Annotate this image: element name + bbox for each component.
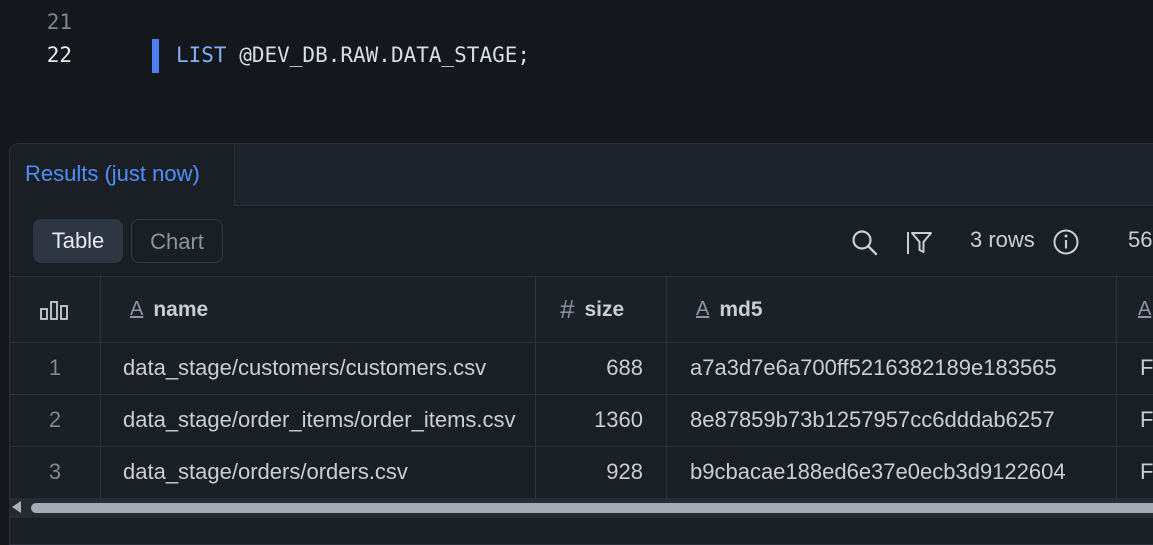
text-type-icon: A: [130, 298, 144, 320]
tab-results-label: Results (just now): [25, 161, 200, 186]
filter-columns-icon[interactable]: [904, 228, 934, 258]
cell-name[interactable]: data_stage/customers/customers.csv: [123, 355, 487, 380]
cell-md5[interactable]: a7a3d7e6a700ff5216382189e183565: [690, 355, 1057, 380]
scroll-left-arrow-icon[interactable]: [12, 501, 21, 513]
text-type-icon: A: [1138, 298, 1152, 320]
cell-next-column[interactable]: F: [1140, 459, 1153, 484]
column-label: name: [153, 297, 209, 321]
cell-name[interactable]: data_stage/orders/orders.csv: [123, 459, 408, 484]
cell-size[interactable]: 688: [606, 355, 643, 380]
cell-size[interactable]: 1360: [594, 407, 643, 432]
table-row[interactable]: 1 data_stage/customers/customers.csv 688…: [10, 342, 1153, 395]
cell-md5[interactable]: b9cbacae188ed6e37e0ecb3d9122604: [690, 459, 1066, 484]
sql-keyword: LIST: [176, 43, 227, 67]
chart-view-button[interactable]: Chart: [131, 219, 223, 263]
horizontal-scrollbar[interactable]: [9, 498, 1153, 518]
tab-results[interactable]: Results (just now): [10, 144, 235, 206]
results-tab-bar: Results (just now): [10, 144, 1153, 206]
query-duration: 56: [1128, 227, 1153, 252]
column-header-size[interactable]: # size: [560, 277, 624, 342]
info-icon[interactable]: [1052, 228, 1080, 256]
table-header: A name # size A md5 A: [10, 276, 1153, 343]
cell-next-column[interactable]: F: [1140, 355, 1153, 380]
cell-size[interactable]: 928: [606, 459, 643, 484]
cell-next-column[interactable]: F: [1140, 407, 1153, 432]
active-line-indicator: [152, 39, 159, 73]
line-number: 22: [46, 43, 72, 67]
column-divider[interactable]: [100, 276, 101, 498]
row-index: 1: [48, 355, 62, 380]
column-divider[interactable]: [666, 276, 667, 498]
column-stats-toggle[interactable]: [40, 277, 68, 342]
column-stats-icon: [40, 300, 68, 320]
column-header-name[interactable]: A name: [130, 277, 208, 342]
text-type-icon: A: [696, 298, 710, 320]
column-label: md5: [719, 297, 763, 321]
sql-target: @DEV_DB.RAW.DATA_STAGE;: [226, 43, 531, 67]
table-view-button[interactable]: Table: [33, 219, 123, 263]
table-row[interactable]: 2 data_stage/order_items/order_items.csv…: [10, 394, 1153, 447]
search-icon[interactable]: [850, 228, 880, 258]
column-header-md5[interactable]: A md5: [696, 277, 763, 342]
table-row[interactable]: 3 data_stage/orders/orders.csv 928 b9cba…: [10, 446, 1153, 499]
column-divider[interactable]: [535, 276, 536, 498]
sql-statement[interactable]: LIST @DEV_DB.RAW.DATA_STAGE;: [176, 39, 530, 71]
scrollbar-thumb[interactable]: [31, 503, 1153, 513]
results-panel: Results (just now) Table Chart 3 rows 56: [9, 143, 1153, 545]
column-header-next[interactable]: A: [1138, 277, 1153, 342]
column-label: size: [584, 297, 625, 321]
code-line-22[interactable]: 22 LIST @DEV_DB.RAW.DATA_STAGE;: [0, 39, 1153, 73]
results-toolbar: Table Chart 3 rows 56: [10, 206, 1153, 276]
cell-md5[interactable]: 8e87859b73b1257957cc6dddab6257: [690, 407, 1055, 432]
line-number: 21: [46, 10, 72, 34]
code-editor[interactable]: 21 22 LIST @DEV_DB.RAW.DATA_STAGE;: [0, 0, 1153, 130]
column-divider[interactable]: [1116, 276, 1117, 498]
number-type-icon: #: [560, 294, 575, 324]
code-line-21[interactable]: 21: [0, 6, 1153, 38]
row-count: 3 rows: [970, 227, 1035, 252]
row-index: 2: [48, 407, 62, 432]
cell-name[interactable]: data_stage/order_items/order_items.csv: [123, 407, 516, 432]
row-index: 3: [48, 459, 62, 484]
